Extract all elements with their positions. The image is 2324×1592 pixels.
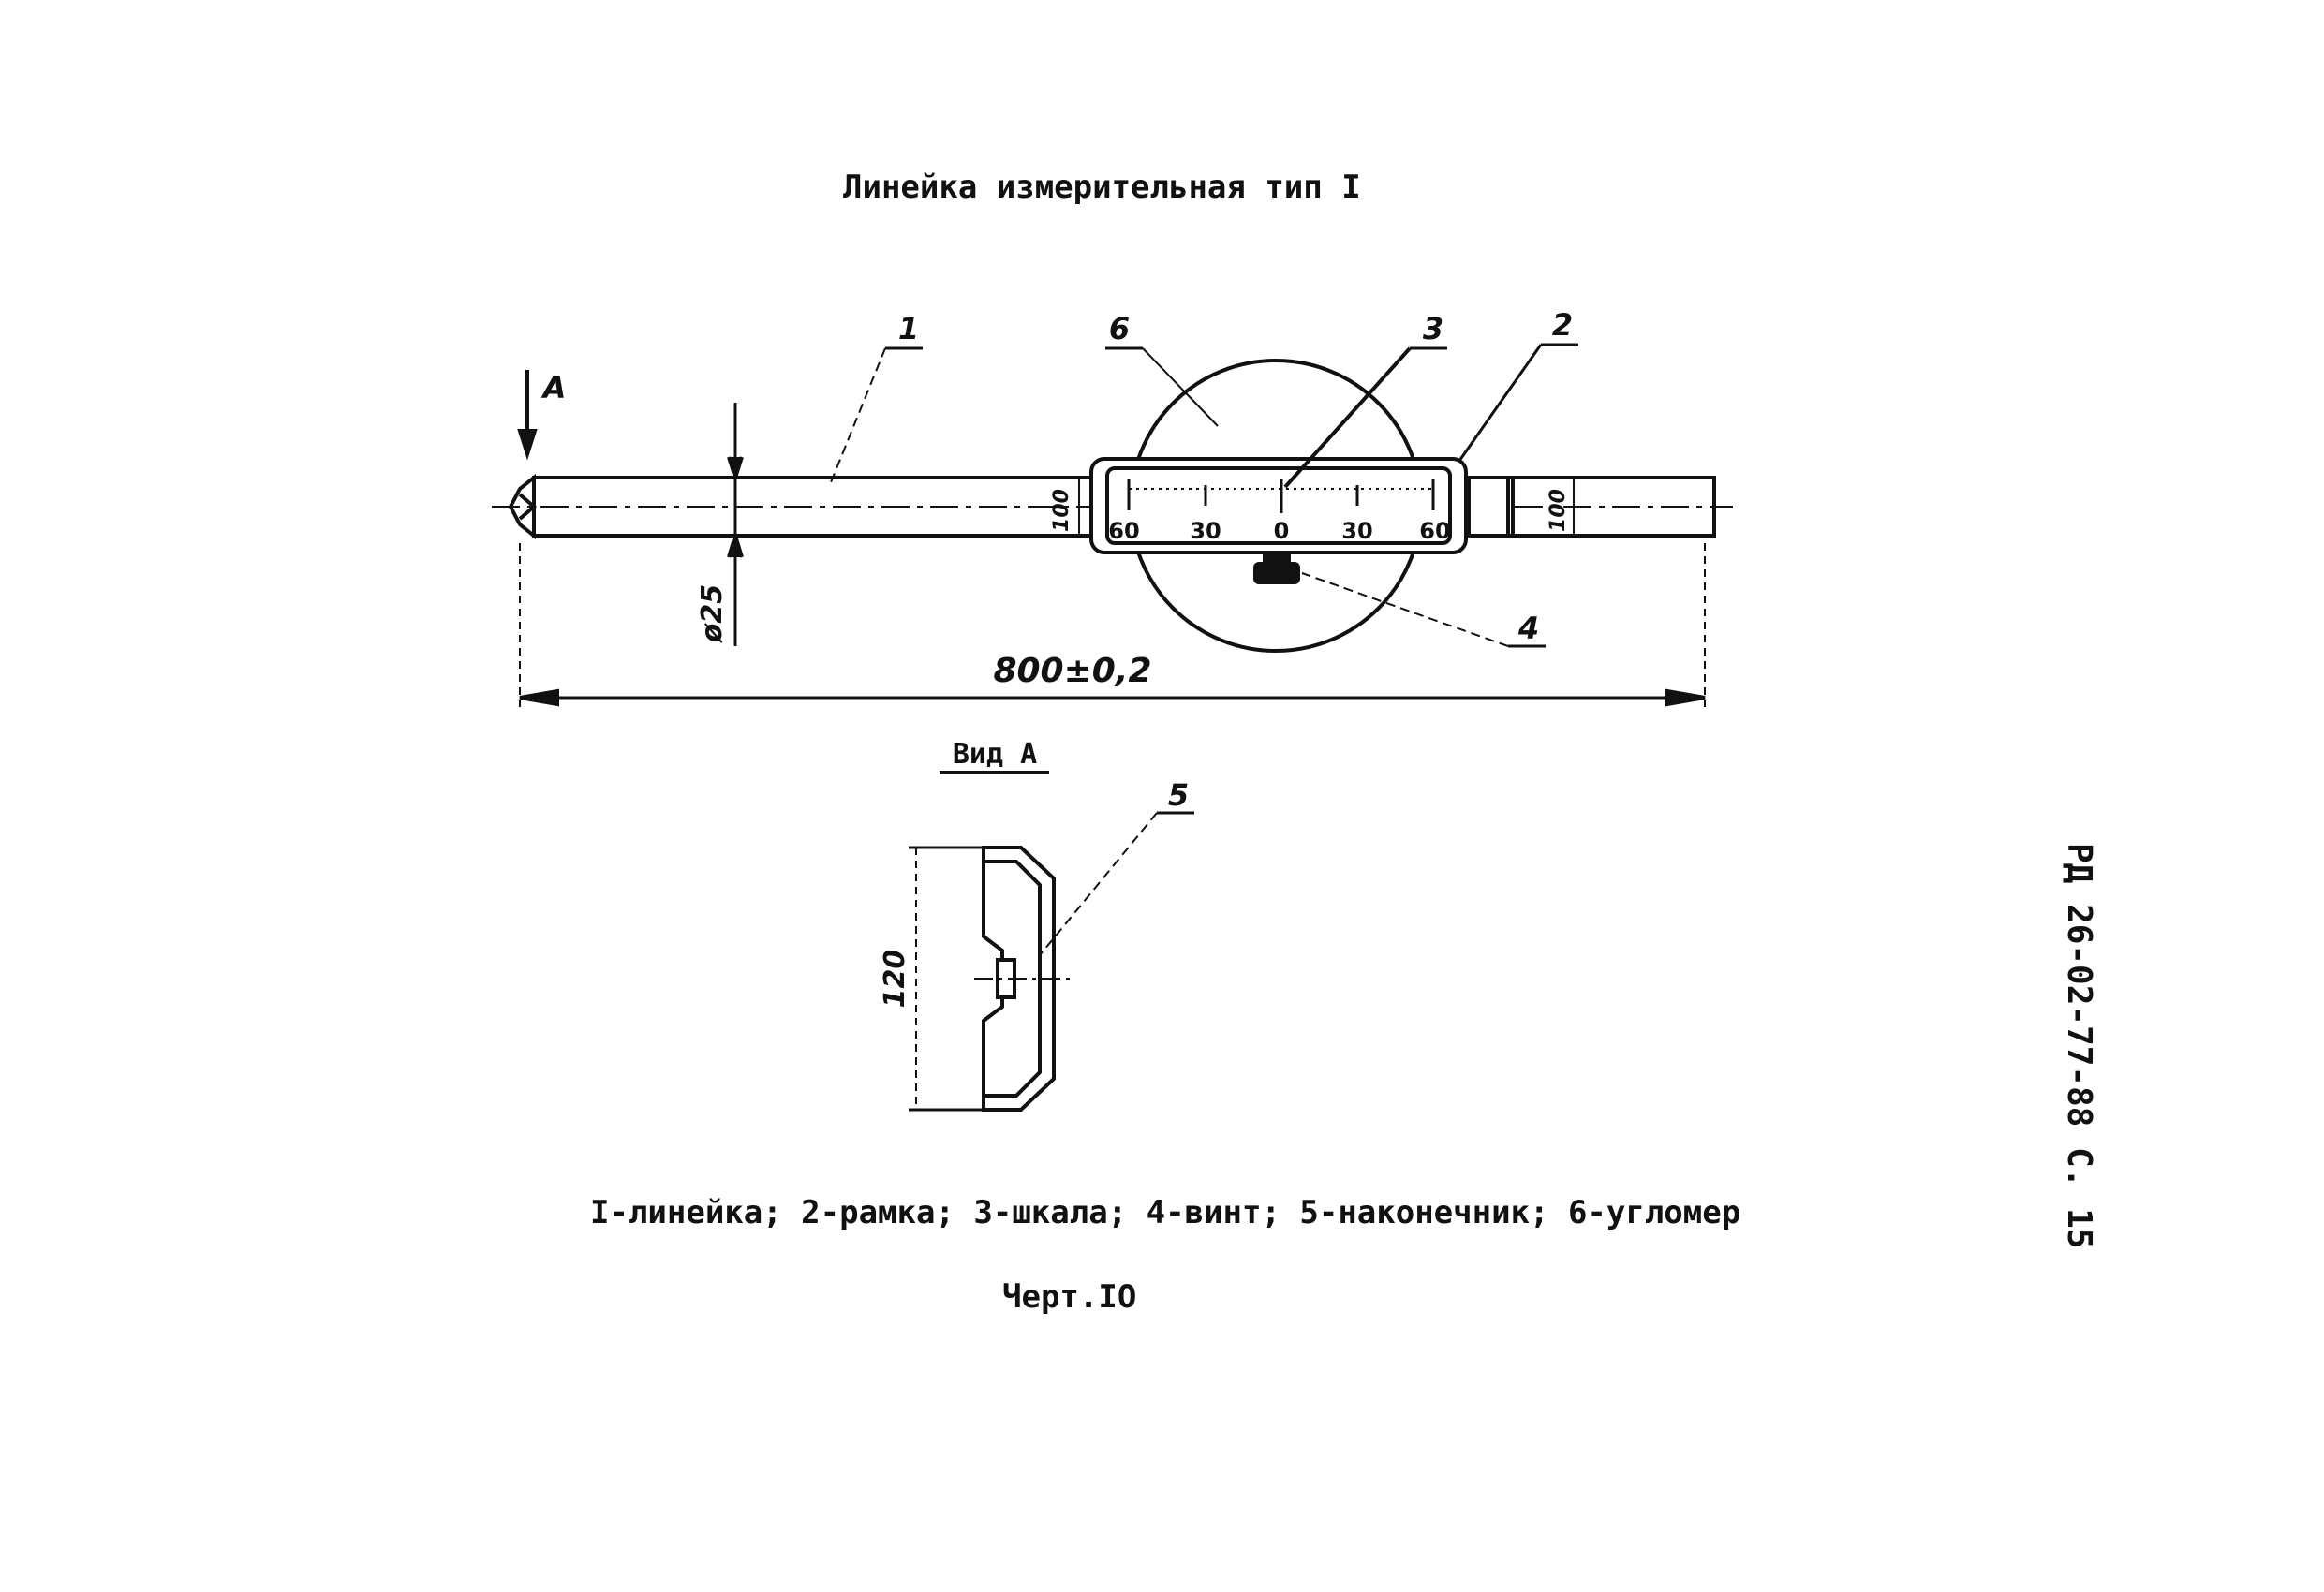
tip-inner-outline	[984, 860, 1042, 1098]
drawing-title: Линейка измерительная тип I	[843, 169, 1361, 206]
ruler-tip	[508, 473, 536, 540]
scale-tick-label: 0	[1274, 518, 1290, 544]
callout-4-leader	[1301, 572, 1509, 647]
ruler-height-dim: 100	[1547, 489, 1570, 532]
view-arrow-head	[517, 429, 538, 461]
parts-legend: I-линейка; 2-рамка; 3-шкала; 4-винт; 5-н…	[590, 1194, 1741, 1231]
callout-3-leader	[1283, 346, 1412, 489]
figure-caption: Черт.IO	[1002, 1278, 1137, 1316]
screw-head	[1253, 562, 1300, 584]
frame-inner	[1105, 466, 1452, 545]
callout-6-leader	[1142, 347, 1219, 427]
scale-tick-label: 60	[1108, 518, 1139, 544]
diameter-arrow	[727, 456, 744, 484]
callout-1: 1	[898, 311, 919, 346]
length-arrow-right	[1665, 688, 1706, 707]
diameter-dim: ø25	[696, 584, 729, 643]
scale-tick-label: 30	[1341, 518, 1372, 544]
frame-end-block	[1467, 476, 1510, 538]
tip-height-dim: 120	[879, 950, 911, 1009]
view-arrow-label: А	[540, 370, 567, 405]
length-arrow-left	[519, 688, 559, 707]
callout-3: 3	[1423, 311, 1443, 346]
ruler-tip-detail	[518, 493, 538, 521]
length-dim: 800±0,2	[993, 652, 1151, 690]
scale-tick-label: 30	[1190, 518, 1221, 544]
callout-1-leader	[828, 347, 886, 488]
diameter-arrow	[727, 529, 744, 558]
callout-6: 6	[1109, 311, 1130, 346]
scale-tick-label: 60	[1419, 518, 1450, 544]
callout-2-leader	[1458, 344, 1543, 462]
document-code: РД 26-02-77-88 С. 15	[2060, 843, 2098, 1249]
callout-2: 2	[1552, 307, 1573, 343]
frame-height-dim: 100	[1050, 489, 1073, 532]
view-a-label: Вид А	[953, 738, 1037, 771]
callout-5: 5	[1168, 777, 1189, 813]
callout-4: 4	[1517, 611, 1539, 646]
callout-5-leader	[1039, 812, 1158, 956]
